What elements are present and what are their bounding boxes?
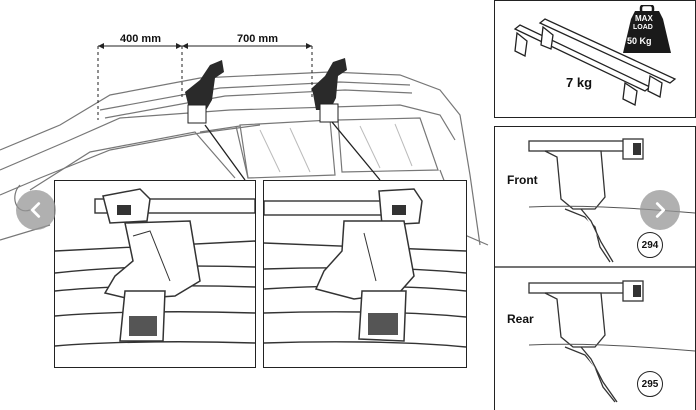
rear-mount-label: Rear xyxy=(507,312,534,326)
front-part-number: 294 xyxy=(637,232,663,258)
weight-badge-icon xyxy=(623,5,671,53)
front-mount-label: Front xyxy=(507,173,538,187)
chevron-left-icon xyxy=(30,202,41,218)
mount-panel: Front 294 Rear 295 xyxy=(494,126,696,410)
detail-inset-front xyxy=(54,180,256,368)
bar-spacing-label: 700 mm xyxy=(237,33,278,45)
kit-panel: MAX LOAD 50 Kg 7 kg xyxy=(494,0,696,118)
previous-image-button[interactable] xyxy=(16,190,56,230)
detail-inset-rear xyxy=(263,180,467,368)
chevron-right-icon xyxy=(655,202,666,218)
badge-weight: 50 Kg xyxy=(627,36,652,46)
badge-load: LOAD xyxy=(633,24,653,31)
rear-part-number: 295 xyxy=(637,371,663,397)
front-spacing-label: 400 mm xyxy=(120,33,161,45)
next-image-button[interactable] xyxy=(640,190,680,230)
badge-max: MAX xyxy=(635,14,653,23)
kit-weight: 7 kg xyxy=(566,75,593,90)
